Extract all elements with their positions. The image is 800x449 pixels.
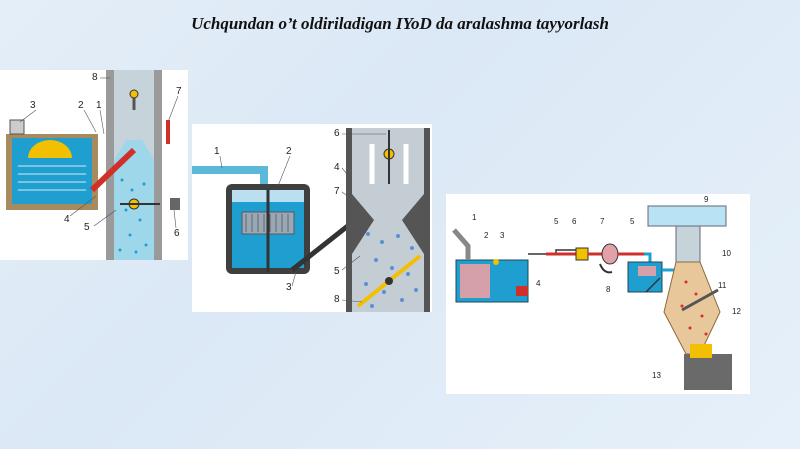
float bbox=[28, 140, 72, 158]
label-2: 2 bbox=[78, 100, 84, 111]
label-3: 3 bbox=[30, 100, 36, 111]
throttle-lever bbox=[170, 198, 180, 210]
fuel-supply-pipe bbox=[192, 166, 268, 188]
label-1: 1 bbox=[472, 213, 477, 222]
label-7: 7 bbox=[334, 186, 340, 197]
label-5: 5 bbox=[554, 217, 559, 226]
label-4: 4 bbox=[334, 162, 340, 173]
air-vent bbox=[9, 119, 25, 135]
label-1: 1 bbox=[96, 100, 102, 111]
injector-nozzle bbox=[681, 288, 719, 312]
label-5b: 5 bbox=[630, 217, 635, 226]
label-5: 5 bbox=[84, 222, 90, 233]
intake-manifold bbox=[663, 261, 721, 355]
fuel-filter bbox=[575, 247, 589, 261]
air-filter bbox=[647, 205, 727, 227]
label-6: 6 bbox=[334, 128, 340, 139]
fuel-jet-tube bbox=[89, 147, 137, 193]
intake-valve bbox=[690, 344, 712, 358]
page-title: Uchqundan o’t oldiriladigan IYoD da aral… bbox=[191, 14, 609, 33]
label-13: 13 bbox=[652, 371, 661, 380]
filler-neck bbox=[452, 228, 471, 260]
air-damper bbox=[129, 89, 139, 99]
label-5: 5 bbox=[334, 266, 340, 277]
fuel-filter-inside bbox=[460, 264, 490, 298]
label-8: 8 bbox=[334, 294, 340, 305]
label-4: 4 bbox=[64, 214, 70, 225]
float-diffuser-diagram: 1 2 3 4 5 6 7 8 bbox=[192, 128, 430, 312]
label-2: 2 bbox=[484, 231, 489, 240]
label-7: 7 bbox=[176, 86, 182, 97]
injection-system-diagram-panel: 1 2 3 4 5 6 7 5 8 9 10 11 12 13 bbox=[446, 194, 750, 394]
label-6: 6 bbox=[572, 217, 577, 226]
label-9: 9 bbox=[704, 195, 709, 204]
air-intake-pipe bbox=[675, 225, 701, 263]
idle-channel bbox=[166, 120, 170, 144]
injection-system-diagram: 1 2 3 4 5 6 7 5 8 9 10 11 12 13 bbox=[452, 195, 741, 390]
label-7: 7 bbox=[600, 217, 605, 226]
label-10: 10 bbox=[722, 249, 731, 258]
carburetor-diagram-panel: 3 2 1 4 5 6 7 8 bbox=[0, 70, 188, 260]
label-1: 1 bbox=[214, 146, 220, 157]
label-8: 8 bbox=[606, 285, 611, 294]
label-8: 8 bbox=[92, 72, 98, 83]
label-6: 6 bbox=[174, 228, 180, 239]
label-3: 3 bbox=[500, 231, 505, 240]
label-2: 2 bbox=[286, 146, 292, 157]
fuel-line bbox=[528, 249, 576, 255]
pressure-regulator bbox=[601, 243, 619, 265]
injector-chamber bbox=[627, 261, 663, 293]
carburetor-diagram: 3 2 1 4 5 6 7 8 bbox=[6, 70, 182, 260]
cylinder-head bbox=[684, 354, 732, 390]
fuel-pump bbox=[516, 286, 528, 296]
label-3: 3 bbox=[286, 282, 292, 293]
float-diffuser-diagram-panel: 1 2 3 4 5 6 7 8 bbox=[192, 124, 432, 312]
label-11: 11 bbox=[718, 281, 727, 290]
label-4: 4 bbox=[536, 279, 541, 288]
label-12: 12 bbox=[732, 307, 741, 316]
